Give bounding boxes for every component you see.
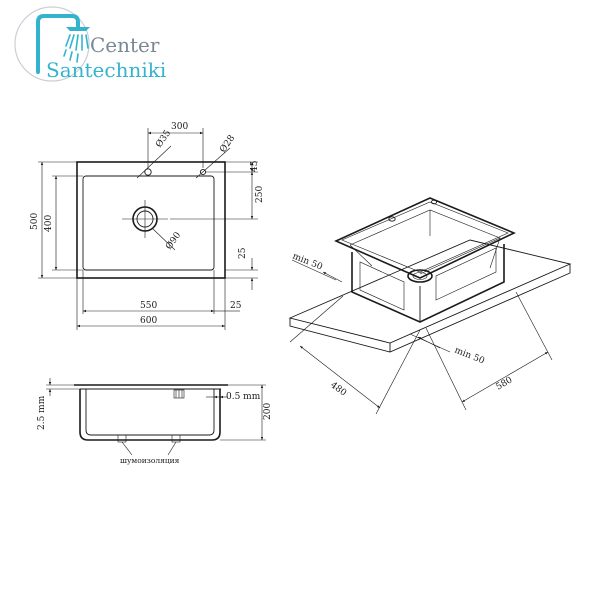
dim-sheet-0-5mm: 0.5 mm bbox=[226, 392, 261, 402]
dim-top-300: 300 bbox=[171, 122, 188, 132]
isometric-view: min 50 min 50 480 580 bbox=[288, 197, 572, 415]
iso-sink-rim bbox=[334, 197, 516, 279]
drain-icon bbox=[122, 200, 168, 238]
sink-bowl-outline bbox=[82, 175, 215, 271]
dim-left-500: 500 bbox=[30, 213, 40, 230]
dim-drain-90: Ø90 bbox=[163, 230, 183, 252]
logo-line-1: Center bbox=[90, 33, 160, 57]
dim-min-50-left: min 50 bbox=[291, 252, 324, 273]
sink-outer-outline bbox=[76, 161, 226, 279]
brand-logo: Center Santechniki bbox=[14, 6, 166, 82]
iso-drain-icon bbox=[407, 269, 433, 283]
dim-right-250: 250 bbox=[255, 186, 265, 203]
dim-right-25: 25 bbox=[238, 247, 248, 259]
dim-right-45: 45 bbox=[250, 160, 260, 172]
shower-head-icon bbox=[36, 14, 90, 74]
section-view: 2.5 mm 0.5 mm 200 шумоизоляция bbox=[37, 378, 273, 465]
dim-hole-28: Ø28 bbox=[217, 133, 237, 155]
iso-tap-hole-right-icon bbox=[430, 199, 438, 205]
dim-wall-2-5mm: 2.5 mm bbox=[37, 395, 47, 430]
dim-bottom-600: 600 bbox=[140, 316, 157, 326]
top-view: 300 Ø35 Ø28 45 250 25 500 400 Ø90 bbox=[30, 122, 265, 330]
dim-480: 480 bbox=[328, 380, 348, 398]
iso-bowl-body bbox=[351, 244, 505, 323]
tap-hole-right-icon bbox=[199, 168, 207, 176]
dim-bottom-550: 550 bbox=[140, 301, 157, 311]
label-insulation: шумоизоляция bbox=[120, 456, 180, 465]
bowl-section-outline bbox=[79, 389, 221, 441]
dim-left-400: 400 bbox=[44, 215, 54, 232]
logo-ring-icon bbox=[14, 6, 90, 82]
dim-580: 580 bbox=[495, 375, 515, 392]
dim-depth-200: 200 bbox=[263, 403, 273, 420]
dim-min-50-right: min 50 bbox=[453, 346, 486, 367]
iso-tap-hole-left-icon bbox=[388, 216, 396, 222]
dim-bottom-25: 25 bbox=[230, 301, 242, 311]
logo-line-2: Santechniki bbox=[46, 58, 166, 82]
tap-hole-left-icon bbox=[144, 168, 152, 176]
